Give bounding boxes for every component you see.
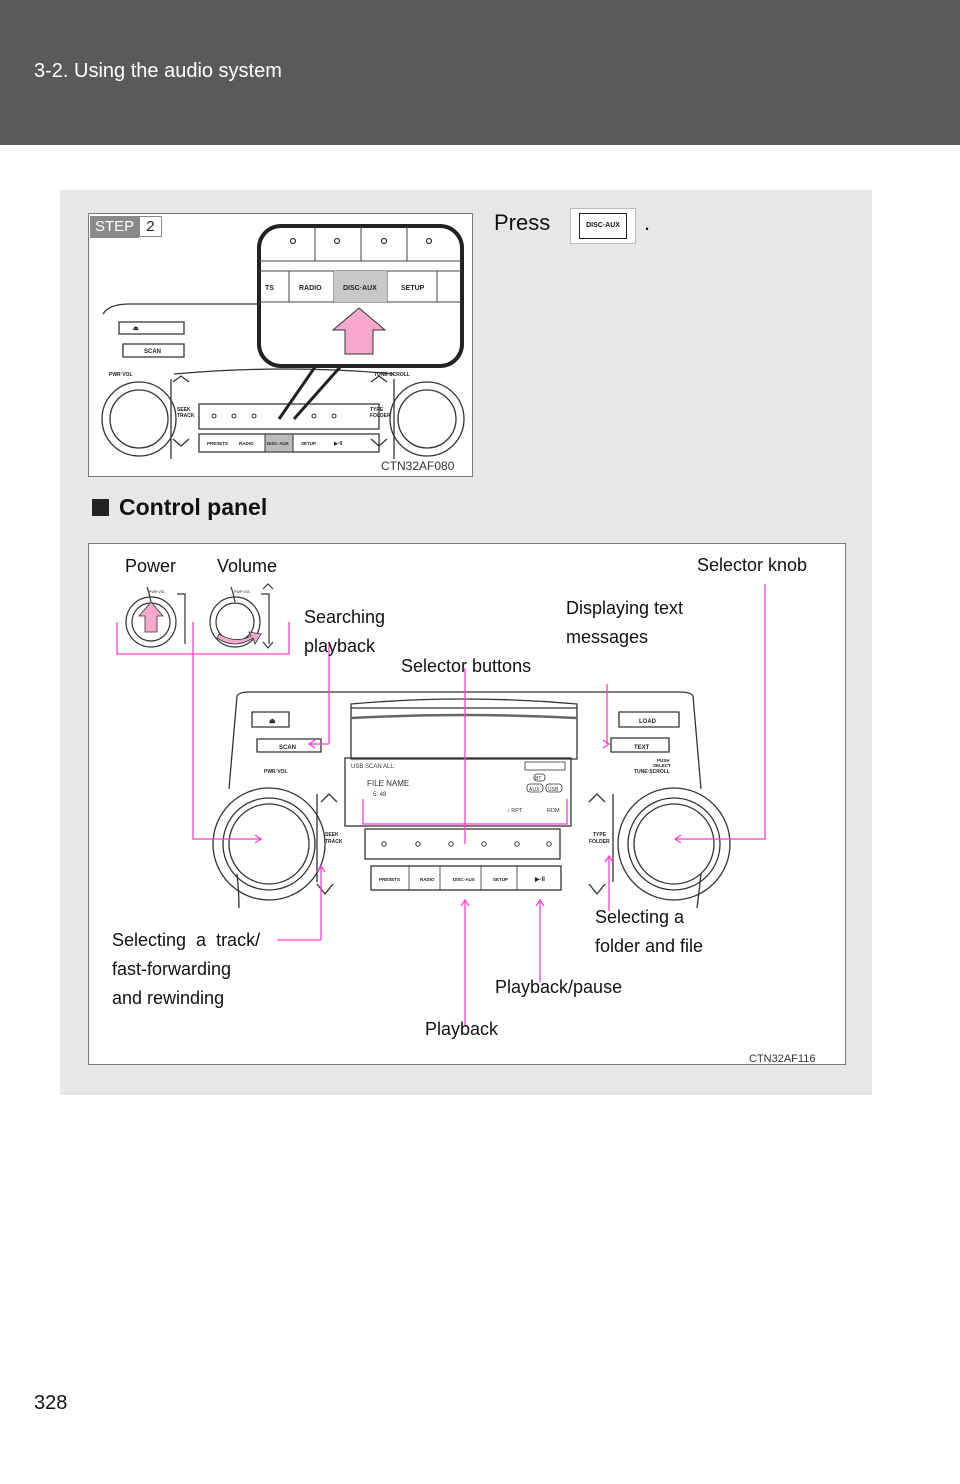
label-playback: Playback <box>425 1019 499 1039</box>
instruction-period: . <box>644 210 651 235</box>
bullet-square-icon <box>92 499 109 516</box>
figure-control-panel: PWR·VOL PWR·VOL ⏏ SCAN LOAD TEXT PUSH SE… <box>88 543 846 1065</box>
tune-scroll-label: TUNE·SCROLL <box>374 372 410 378</box>
unit-btn-radio: RADIO <box>420 877 435 882</box>
display-aux: AUX <box>529 787 540 793</box>
unit-tune-scroll: TUNE·SCROLL <box>634 769 670 775</box>
display-rpt: ♪ RPT <box>507 808 523 814</box>
disc-aux-button-label: DISC·AUX <box>579 213 627 239</box>
label-displaying: Displaying text <box>566 598 684 618</box>
label-messages: messages <box>566 627 649 647</box>
scan-label: SCAN <box>144 349 161 355</box>
type-label: TYPE <box>370 407 384 413</box>
label-rewinding: and rewinding <box>112 988 225 1008</box>
display-usb: USB <box>548 787 559 793</box>
svg-text:⏏: ⏏ <box>269 718 276 725</box>
unit-scan: SCAN <box>279 745 296 751</box>
btn-presets: PRESETS <box>207 441 228 446</box>
display-line1: USB SCAN ALL: <box>351 764 396 770</box>
svg-text:⏏: ⏏ <box>133 326 139 332</box>
section-title: Control panel <box>119 494 268 520</box>
figure-step2: ⏏ SCAN PWR·VOL TUNE·SCROLL SEEK TRACK TY… <box>88 213 473 477</box>
callout-lines <box>116 584 766 1027</box>
display-rdm: RDM <box>547 808 560 814</box>
display-time: 5: 48 <box>373 792 387 798</box>
unit-btn-play-pause: ▶·II <box>534 876 545 883</box>
disc-aux-button-glyph: DISC·AUX <box>570 208 636 244</box>
step-number: 2 <box>139 216 162 237</box>
section-heading: Control panel <box>92 494 267 521</box>
display-file-name: FILE NAME <box>367 779 409 788</box>
figure1-code: CTN32AF080 <box>381 459 455 473</box>
label-power: Power <box>125 556 177 576</box>
zoom-btn-setup: SETUP <box>401 285 425 292</box>
track-label: TRACK <box>177 413 195 419</box>
display-bt: BT <box>535 776 541 782</box>
page-header: 3-2. Using the audio system <box>0 0 960 145</box>
unit-btn-disc-aux: DISC·AUX <box>453 877 475 882</box>
unit-type: TYPE <box>593 832 607 838</box>
label-searching: Searching <box>304 607 386 627</box>
btn-radio: RADIO <box>239 441 254 446</box>
label-selector-buttons: Selector buttons <box>401 656 532 676</box>
zoom-btn-disc-aux: DISC·AUX <box>343 285 377 292</box>
instruction-press: Press <box>494 210 551 235</box>
folder-label: FOLDER <box>370 413 391 419</box>
unit-pwr-vol: PWR·VOL <box>264 769 288 775</box>
label-folder-file: folder and file <box>595 936 704 956</box>
seek-label: SEEK <box>177 407 191 413</box>
label-selecting-a: Selecting a <box>595 907 685 927</box>
unit-push: PUSH <box>657 758 670 763</box>
label-selector-knob: Selector knob <box>697 555 808 575</box>
unit-btn-presets: PRESETS <box>379 877 400 882</box>
step-word: STEP <box>90 216 140 238</box>
svg-text:PWR·VOL: PWR·VOL <box>149 590 165 594</box>
unit-track: TRACK <box>325 839 343 845</box>
volume-turn-arrow-icon <box>216 631 262 645</box>
label-fast-forwarding: fast-forwarding <box>112 959 232 979</box>
press-arrow-icon <box>331 307 387 355</box>
zoom-btn-radio: RADIO <box>299 285 322 292</box>
btn-setup: SETUP <box>301 441 316 446</box>
label-playback-sub: playback <box>304 636 376 656</box>
unit-text: TEXT <box>634 745 650 751</box>
control-panel-drawing: PWR·VOL PWR·VOL ⏏ SCAN LOAD TEXT PUSH SE… <box>116 583 815 1065</box>
svg-text:PWR·VOL: PWR·VOL <box>234 590 250 594</box>
unit-folder: FOLDER <box>589 839 610 845</box>
header-title: 3-2. Using the audio system <box>34 60 282 82</box>
label-playback-pause: Playback/pause <box>495 977 623 997</box>
unit-select: SELECT <box>653 763 671 768</box>
label-selecting-track: Selecting a track/ <box>112 930 261 950</box>
figure2-code: CTN32AF116 <box>749 1053 815 1065</box>
zoom-btn-ts: TS <box>265 285 274 292</box>
unit-seek: SEEK <box>325 832 339 838</box>
btn-play-pause: ▶·II <box>333 441 343 447</box>
figure-step2-drawing: ⏏ SCAN PWR·VOL TUNE·SCROLL SEEK TRACK TY… <box>101 224 465 473</box>
btn-disc-aux: DISC·AUX <box>267 441 289 446</box>
label-volume: Volume <box>217 556 278 576</box>
page-number: 328 <box>34 1392 68 1414</box>
unit-load: LOAD <box>639 719 657 725</box>
pwr-vol-label: PWR·VOL <box>109 372 133 378</box>
unit-btn-setup: SETUP <box>493 877 508 882</box>
power-press-arrow-icon <box>138 601 164 633</box>
